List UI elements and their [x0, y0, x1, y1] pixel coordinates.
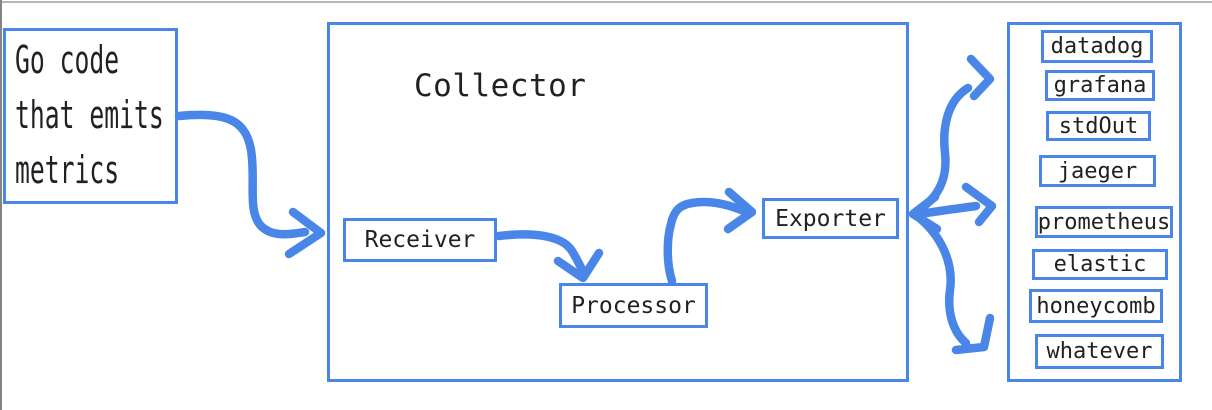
arrow-exporter-to-bottom-group: [912, 211, 995, 355]
source-box: Go code that emits metrics: [3, 28, 178, 204]
arrow-fan-tail-chevron: [908, 192, 942, 234]
source-line-2: that emits: [15, 93, 164, 137]
arrow-source-to-receiver: [174, 110, 326, 259]
destination-box-grafana: grafana: [1045, 70, 1155, 101]
source-line-3: metrics: [15, 148, 120, 192]
destination-box-elastic: elastic: [1032, 249, 1168, 280]
destination-box-jaeger: jaeger: [1039, 155, 1156, 187]
destination-box-datadog: datadog: [1041, 30, 1153, 63]
destination-box-honeycomb: honeycomb: [1029, 289, 1163, 323]
window-edge-top: [0, 1, 1212, 3]
receiver-box: Receiver: [343, 218, 497, 262]
destination-box-prometheus: prometheus: [1035, 206, 1173, 238]
window-edge-left: [0, 0, 2, 410]
collector-title: Collector: [414, 68, 587, 104]
destination-box-stdout: stdOut: [1046, 111, 1151, 141]
destination-box-whatever: whatever: [1035, 334, 1164, 369]
arrow-exporter-to-middle-group: [915, 182, 997, 227]
exporter-box: Exporter: [762, 198, 899, 239]
source-box-text: Go code that emits metrics: [15, 33, 164, 198]
arrow-exporter-to-top-group: [912, 54, 995, 216]
source-line-1: Go code: [15, 38, 120, 82]
processor-box: Processor: [559, 283, 708, 328]
